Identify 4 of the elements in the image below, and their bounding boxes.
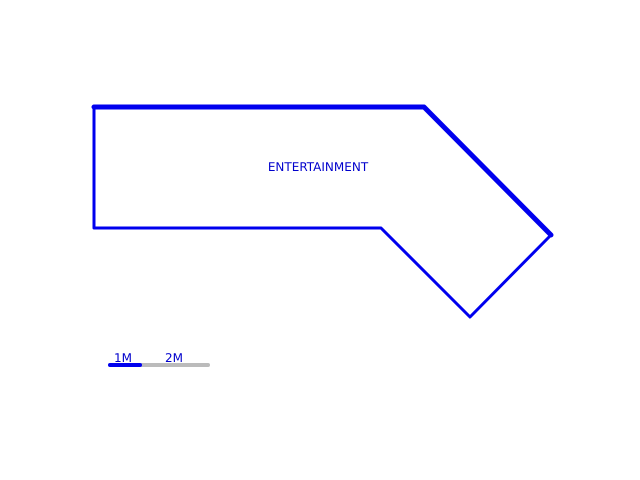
scale-label: 1M: [114, 351, 132, 365]
scale-label: 2M: [165, 351, 183, 365]
room-outline: [92, 105, 554, 320]
room-name: ENTERTAINMENT: [266, 160, 370, 174]
